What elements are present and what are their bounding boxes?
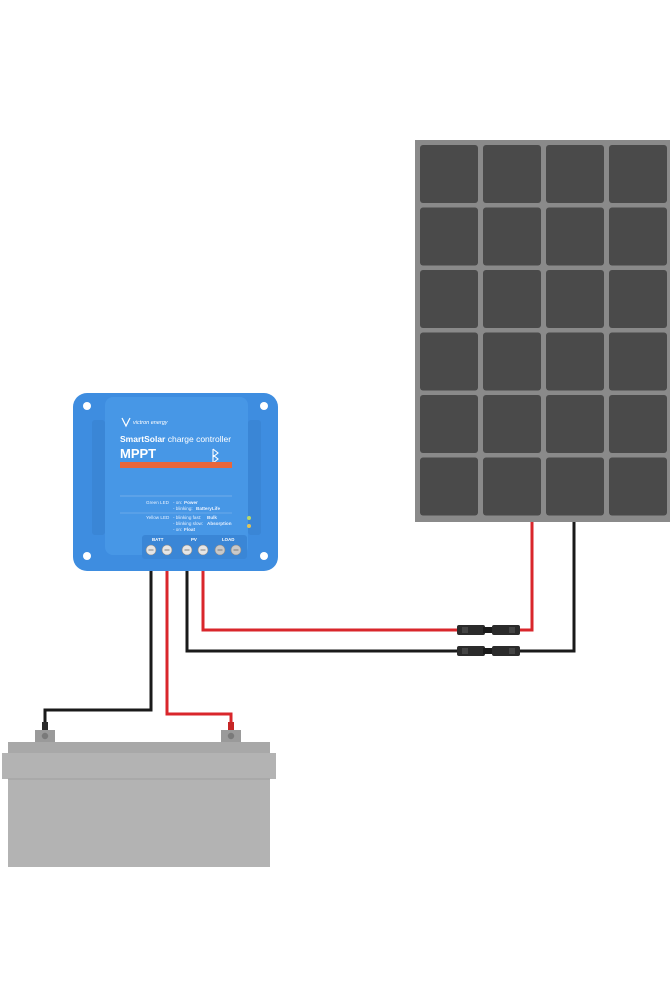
yellow-led-icon (247, 524, 251, 528)
solar-cell (483, 395, 541, 453)
solar-cell (609, 332, 667, 391)
pv-negative-wire-controller (185, 552, 457, 653)
mc4-connector-negative (457, 646, 520, 656)
solar-cell (420, 145, 478, 203)
solar-cell (609, 457, 667, 516)
battery-lid (8, 742, 270, 754)
solar-cell (546, 457, 604, 516)
solar-cell (420, 270, 478, 328)
solar-cell (483, 457, 541, 516)
solar-panel-cells (420, 145, 667, 516)
solar-panel (415, 140, 670, 522)
green-led-icon (247, 516, 251, 520)
solar-cell (546, 332, 604, 391)
bluetooth-icon (212, 448, 219, 465)
legend-yellow-on-value: Float (184, 527, 195, 532)
legend-green-on: - on: (173, 500, 182, 505)
pv-negative-wire (520, 522, 576, 653)
terminal-label-load: LOAD (222, 537, 234, 542)
wiring (43, 522, 576, 727)
solar-cell (420, 457, 478, 516)
accent-bar (120, 462, 232, 468)
charge-controller: victron energy SmartSolar charge control… (73, 393, 278, 571)
solar-cell (483, 270, 541, 328)
solar-cell (609, 270, 667, 328)
legend-green-prefix: Green LED (146, 500, 170, 505)
victron-logo-icon (121, 417, 131, 428)
mounting-hole-icon (83, 402, 91, 410)
solar-cell (420, 207, 478, 266)
mounting-hole-icon (260, 552, 268, 560)
legend-yellow-slow: - blinking slow: (173, 521, 203, 526)
pv-positive-wire-controller (201, 552, 457, 632)
solar-cell (609, 207, 667, 266)
battery-positive-lug (228, 722, 234, 730)
mounting-hole-icon (83, 552, 91, 560)
solar-cell (546, 145, 604, 203)
battery-negative-lug (42, 722, 48, 730)
solar-cell (483, 145, 541, 203)
legend-green-blink: - blinking: (173, 506, 193, 511)
legend-yellow-on: - on: (173, 527, 182, 532)
battery-case (8, 777, 270, 867)
controller-left-fin (92, 420, 105, 535)
controller-right-fin (248, 420, 261, 535)
battery-negative-terminal-icon (41, 732, 49, 740)
brand-name: victron energy (133, 420, 169, 426)
mc4-connector-positive (457, 625, 520, 635)
solar-cell (483, 207, 541, 266)
legend-yellow-fast: - blinking fast: (173, 515, 201, 520)
battery-top-rim (2, 753, 276, 779)
battery-positive-wire (165, 552, 233, 727)
mounting-hole-icon (260, 402, 268, 410)
solar-cell (420, 395, 478, 453)
solar-cell (609, 145, 667, 203)
legend-green-on-value: Power (184, 500, 198, 505)
legend-yellow-fast-value: Bulk (207, 515, 217, 520)
controller-face (105, 397, 248, 555)
terminal-label-pv: PV (191, 537, 197, 542)
battery-negative-wire (43, 552, 153, 727)
legend-yellow-prefix: Yellow LED (146, 515, 170, 520)
solar-cell (546, 395, 604, 453)
led-legend: Green LED - on: Power - blinking: Batter… (120, 500, 232, 532)
solar-cell (546, 207, 604, 266)
pv-positive-wire (520, 522, 534, 632)
legend-yellow-slow-value: Absorption (207, 521, 232, 526)
solar-cell (546, 270, 604, 328)
terminal-label-batt: BATT (152, 537, 164, 542)
battery-positive-terminal-icon (227, 732, 235, 740)
solar-cell (483, 332, 541, 391)
battery (2, 722, 276, 867)
solar-cell (420, 332, 478, 391)
legend-green-blink-value: BatteryLife (196, 506, 220, 511)
terminal-block: BATT PV LOAD (142, 535, 247, 559)
product-line: SmartSolar charge controller (120, 434, 231, 444)
solar-cell (609, 395, 667, 453)
victron-logo: victron energy (121, 417, 169, 428)
model-name: MPPT (120, 446, 156, 461)
